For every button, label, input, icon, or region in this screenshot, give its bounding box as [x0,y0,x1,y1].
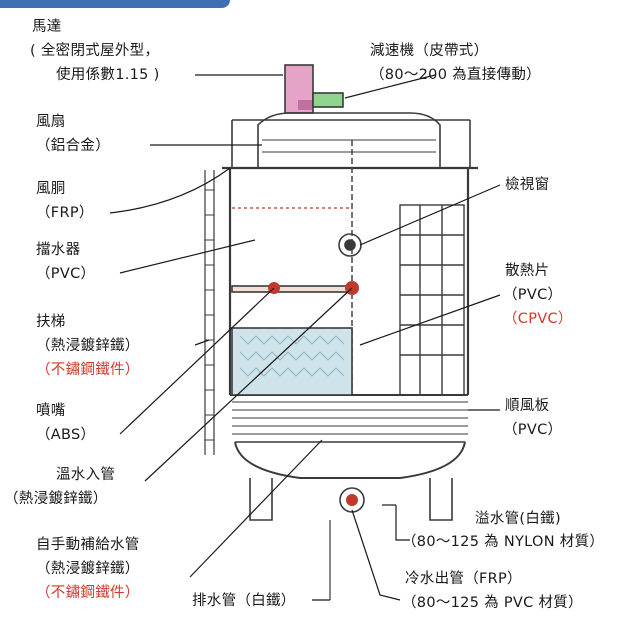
leader-makeup [189,439,323,578]
fan-cowl-desc: （FRP） [36,205,94,221]
cold-water-outlet [339,487,365,513]
leader-cold-outlet [351,509,401,601]
louver-label: 順風板 [505,398,550,414]
reducer-label: 減速機（皮帶式） [370,43,489,59]
cold-outlet-desc: （80～125 為 PVC 材質） [402,595,583,611]
fill-desc-alt: （CPVC） [503,311,573,327]
header-bar [0,0,230,8]
fan-label: 風扇 [36,114,66,130]
leader-hot-inlet [144,287,353,482]
leader-overflow [395,505,410,541]
leader-fan-cowl [109,167,231,214]
inspection-window-center [344,239,356,251]
ladder-label: 扶梯 [36,314,66,330]
motor-desc-2: 使用係數1.15 ) [56,67,160,83]
distribution-pipe [231,285,353,293]
leader-lines [109,74,501,601]
makeup-label: 自手動補給水管 [36,537,140,553]
basin-bottom [234,441,466,479]
fill-desc: （PVC） [503,287,563,303]
leader-fill [359,294,501,346]
reducer-body [312,92,344,108]
leg-right [429,478,453,521]
ladder-rungs [205,189,214,441]
motor-label: 馬達 [32,19,62,35]
eliminator-label: 擋水器 [36,242,81,258]
leader-inspection [359,184,501,246]
louver-band [232,401,468,435]
ladder-desc: （熱浸鍍鋅鐵） [36,338,140,354]
motor-shaft [298,100,312,110]
reducer-desc: （80～200 為直接傳動） [370,67,541,83]
hot-inlet-label: 溫水入管 [56,467,116,483]
fill-label: 散熱片 [505,263,550,279]
leg-left [249,478,273,521]
cold-outlet-label: 冷水出管（FRP） [405,571,522,587]
inspection-window-label: 檢視窗 [505,177,550,193]
fan-cowl-label: 風胴 [36,181,66,197]
leader-nozzle [119,287,275,435]
leader-reducer [344,74,436,99]
ladder-rails [204,170,215,455]
fan-desc: （鋁合金） [36,138,110,154]
motor-desc-1: ( 全密閉式屋外型， [30,43,160,59]
fill-pattern [239,335,345,377]
leader-ladder [194,339,210,346]
nozzle-desc: （ABS） [36,427,96,443]
fan-cowl [257,112,441,168]
fan-blades [262,139,436,153]
ladder-desc-alt: （不鏽鋼鐵件） [36,362,140,378]
fill-media [231,327,353,396]
makeup-desc-alt: （不鏽鋼鐵件） [36,585,140,601]
eliminator-desc: （PVC） [36,266,96,282]
leader-eliminator [119,239,256,274]
louver-desc: （PVC） [503,422,563,438]
hot-inlet-desc: （熱浸鍍鋅鐵） [4,491,108,507]
makeup-desc: （熱浸鍍鋅鐵） [36,561,140,577]
louver-grid [399,204,465,396]
cold-water-flange [346,494,358,506]
drain-label: 排水管（白鐵） [192,593,296,609]
nozzle-label: 噴嘴 [36,403,66,419]
overflow-desc: （80～125 為 NYLON 材質） [402,534,605,550]
overflow-label: 溢水管(白鐵) [475,511,561,527]
casing-sides [228,168,470,395]
tower-structure [204,64,478,600]
